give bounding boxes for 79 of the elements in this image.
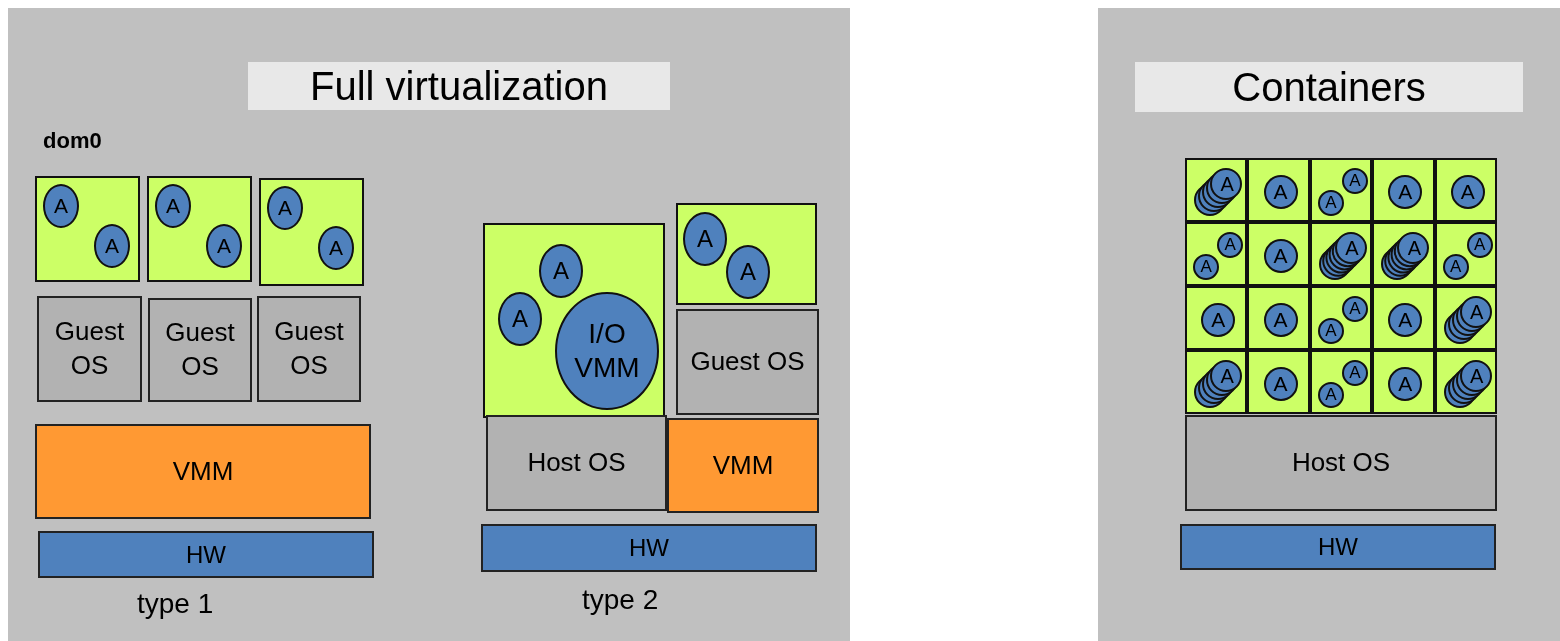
app-stack: A (1194, 168, 1243, 216)
vm-box (147, 176, 252, 282)
container-box (1309, 286, 1373, 350)
app-circle: A (726, 245, 770, 299)
container-box (1434, 222, 1497, 286)
app-circle: A (318, 226, 354, 270)
app-circle: A (1388, 303, 1423, 337)
layer-box: HW (481, 524, 817, 572)
app-circle: A (1342, 296, 1368, 322)
container-box (1185, 158, 1248, 222)
app-circle: A (539, 244, 583, 298)
container-box (1309, 350, 1373, 414)
app-circle: A (1201, 303, 1236, 337)
app-stack: A (1194, 360, 1243, 408)
vm-box (676, 203, 817, 305)
app-circle: A (155, 184, 191, 228)
app-circle: A (1466, 232, 1493, 258)
container-box (1372, 222, 1435, 286)
container-box (1372, 350, 1435, 414)
app-stack: A (1443, 296, 1492, 344)
panel-heading: Full virtualization (248, 62, 670, 110)
app-circle: A (1318, 190, 1344, 216)
container-box (1372, 286, 1435, 350)
app-circle: I/O VMM (555, 292, 659, 410)
app-stack: A (1381, 232, 1430, 280)
app-circle: A (1263, 367, 1298, 401)
container-box (1185, 222, 1248, 286)
box-caption: dom0 (43, 128, 102, 154)
diagram-caption: type 1 (137, 588, 214, 620)
container-box (1372, 158, 1435, 222)
app-circle: A (1388, 175, 1423, 209)
app-circle: A (1263, 175, 1298, 209)
diagram-panel (1098, 8, 1560, 641)
app-circle: A (1263, 303, 1298, 337)
app-circle: A (1388, 367, 1423, 401)
container-box (1309, 158, 1373, 222)
app-circle: A (1263, 239, 1298, 273)
app-circle: A (1193, 254, 1220, 280)
layer-box: VMM (667, 418, 819, 513)
container-box (1309, 222, 1373, 286)
diagram-caption: type 2 (582, 584, 659, 616)
layer-box: Guest OS (257, 296, 361, 402)
app-stack: A (1319, 232, 1367, 280)
layer-box: Guest OS (148, 298, 252, 402)
app-circle: A (1442, 254, 1469, 280)
container-box (1185, 286, 1248, 350)
app-circle: A (43, 184, 79, 228)
container-box (1434, 350, 1497, 414)
app-circle: A (1342, 360, 1368, 386)
vm-box (35, 176, 140, 282)
app-circle: A (1318, 382, 1344, 408)
app-circle: A (206, 224, 242, 268)
container-box (1247, 286, 1310, 350)
app-circle: A (94, 224, 130, 268)
layer-box: VMM (35, 424, 371, 519)
vm-box (259, 178, 364, 286)
container-box (1434, 286, 1497, 350)
layer-box: HW (38, 531, 374, 578)
app-stack: A (1443, 360, 1492, 408)
container-box (1434, 158, 1497, 222)
layer-box: HW (1180, 524, 1496, 570)
container-box (1247, 222, 1310, 286)
layer-box: Host OS (486, 415, 667, 511)
layer-box: Guest OS (676, 309, 819, 415)
app-circle: A (498, 292, 542, 346)
diagram-panel (8, 8, 850, 641)
container-box (1185, 350, 1248, 414)
app-circle: A (683, 212, 727, 266)
app-circle: A (1217, 232, 1244, 258)
layer-box: Guest OS (37, 296, 142, 402)
container-box (1247, 158, 1310, 222)
panel-heading: Containers (1135, 62, 1523, 112)
app-circle: A (1450, 175, 1485, 209)
layer-box: Host OS (1185, 415, 1497, 511)
app-circle: A (1318, 318, 1344, 344)
app-circle: A (1342, 168, 1368, 194)
container-box (1247, 350, 1310, 414)
app-circle: A (267, 186, 303, 230)
vm-box (483, 223, 665, 418)
